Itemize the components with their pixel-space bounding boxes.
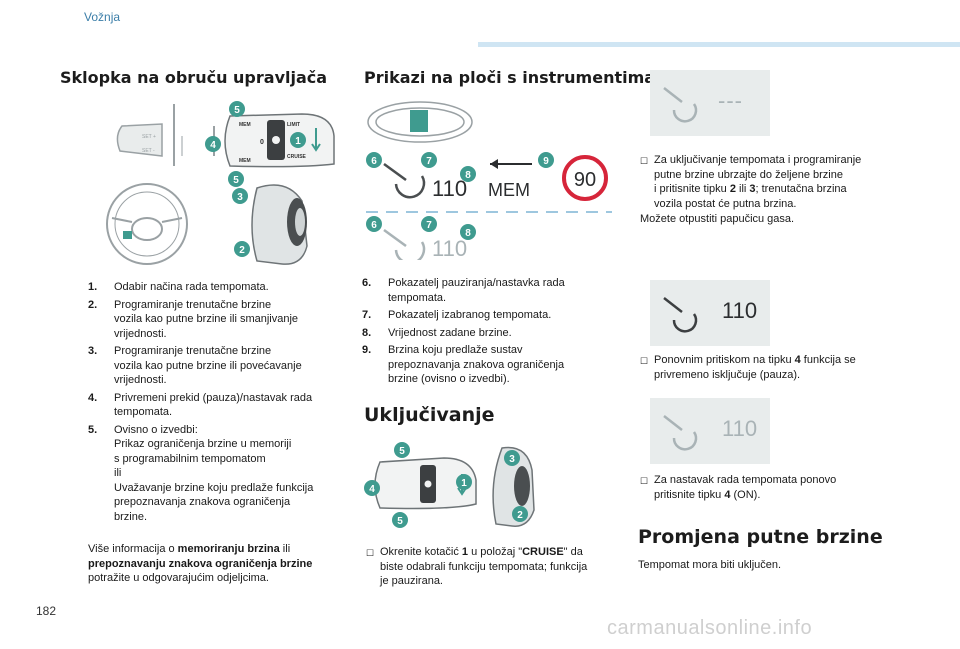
svg-text:SET -: SET - <box>142 148 155 154</box>
checkbox-icon: ☐ <box>640 356 649 366</box>
section-title-activation: Uključivanje <box>364 404 495 426</box>
cruise-paused-icon <box>663 415 698 451</box>
steering-wheel <box>106 183 188 265</box>
checkbox-icon: ☐ <box>366 548 375 558</box>
list-item: 7.Pokazatelj izabranog tempomata. <box>362 309 552 321</box>
section-title-change-speed: Promjena putne brzine <box>638 526 883 548</box>
instruction-pause: ☐ Ponovnim pritiskom na tipku 4 funkcija… <box>640 354 856 381</box>
display-panel-active: 110 <box>650 280 770 346</box>
change-speed-text: Tempomat mora biti uključen. <box>638 559 782 571</box>
checkbox-icon: ☐ <box>640 476 649 486</box>
svg-text:MEM: MEM <box>488 180 530 200</box>
activation-stalk-illustration: 5 4 1 5 3 2 <box>364 442 535 528</box>
section-title-steering-switch: Sklopka na obruču upravljača <box>60 68 328 87</box>
cruise-active-icon <box>663 297 698 333</box>
cruise-active-icon <box>383 162 426 199</box>
svg-text:7: 7 <box>426 156 432 167</box>
svg-text:2: 2 <box>239 245 245 256</box>
release-pedal-note: Možete otpustiti papučicu gasa. <box>640 213 795 225</box>
svg-text:5: 5 <box>399 446 405 457</box>
instrument-display-illustration: 110 MEM 90 110 6 7 8 9 6 7 8 <box>366 101 612 260</box>
display-panel-paused: 110 <box>650 398 770 464</box>
list-item: 4.Privremeni prekid (pauza)/nastavak rad… <box>88 391 313 419</box>
svg-text:7: 7 <box>426 220 432 231</box>
svg-text:1: 1 <box>461 478 467 489</box>
instruction-resume: ☐ Za nastavak rada tempomata ponovo prit… <box>640 474 837 501</box>
display-panel-ready: --- <box>650 70 770 136</box>
checkbox-icon: ☐ <box>640 156 649 166</box>
svg-text:110: 110 <box>432 236 467 260</box>
svg-text:8: 8 <box>465 228 471 239</box>
svg-text:5: 5 <box>234 105 240 116</box>
svg-text:4: 4 <box>369 484 375 495</box>
svg-text:2: 2 <box>517 510 523 521</box>
section-title-instrument-displays: Prikazi na ploči s instrumentima <box>364 68 656 87</box>
svg-text:4: 4 <box>210 140 216 151</box>
svg-text:MEM: MEM <box>239 122 251 128</box>
svg-text:5: 5 <box>397 516 403 527</box>
instruction-set-speed: ☐ Za uključivanje tempomata i programira… <box>640 154 862 210</box>
svg-text:MEM: MEM <box>239 158 251 164</box>
section-label: Vožnja <box>84 10 121 24</box>
page-number: 182 <box>36 604 57 618</box>
svg-text:90: 90 <box>574 169 596 191</box>
steering-switch-illustration: SET + SET - MEM MEM LIMIT CRUISE 0 5 4 1… <box>106 101 335 265</box>
list-item: 2.Programiranje trenutačne brzine vozila… <box>88 298 299 340</box>
list-item: 6.Pokazatelj pauziranja/nastavka rada te… <box>362 277 565 304</box>
speed-value: 110 <box>722 416 758 441</box>
svg-text:LIMIT: LIMIT <box>287 122 300 128</box>
list-item: 9.Brzina koju predlaže sustav prepoznava… <box>362 344 565 385</box>
list-item: 5.Ovisno o izvedbi: Prikaz ograničenja b… <box>88 423 314 523</box>
cruise-paused-icon <box>383 228 426 260</box>
svg-text:5: 5 <box>233 175 239 186</box>
speed-value: --- <box>718 88 743 113</box>
svg-text:CRUISE: CRUISE <box>287 154 307 160</box>
svg-text:0: 0 <box>260 139 264 146</box>
speed-value: 110 <box>722 298 758 323</box>
svg-text:1: 1 <box>295 136 301 147</box>
cruise-paused-icon <box>663 87 698 123</box>
switch-legend-list: 1.Odabir načina rada tempomata. 2.Progra… <box>88 280 340 527</box>
svg-text:110: 110 <box>432 176 467 201</box>
svg-text:SET +: SET + <box>142 134 156 140</box>
list-item: 3.Programiranje trenutačne brzine vozila… <box>88 345 302 386</box>
svg-text:8: 8 <box>465 170 471 181</box>
list-item: 1.Odabir načina rada tempomata. <box>88 281 269 293</box>
svg-text:6: 6 <box>371 220 377 231</box>
svg-text:6: 6 <box>371 156 377 167</box>
header-bar <box>478 42 960 47</box>
list-item: 8.Vrijednost zadane brzine. <box>362 326 512 339</box>
svg-text:3: 3 <box>237 192 243 203</box>
watermark: carmanualsonline.info <box>607 617 813 639</box>
svg-text:3: 3 <box>509 454 515 465</box>
display-legend-list: 6.Pokazatelj pauziranja/nastavka rada te… <box>362 276 612 390</box>
activation-instruction: ☐ Okrenite kotačić 1 u položaj "CRUISE" … <box>366 546 588 587</box>
svg-text:9: 9 <box>543 156 549 167</box>
more-info-note: Više informacija o memoriranju brzina il… <box>88 543 313 584</box>
